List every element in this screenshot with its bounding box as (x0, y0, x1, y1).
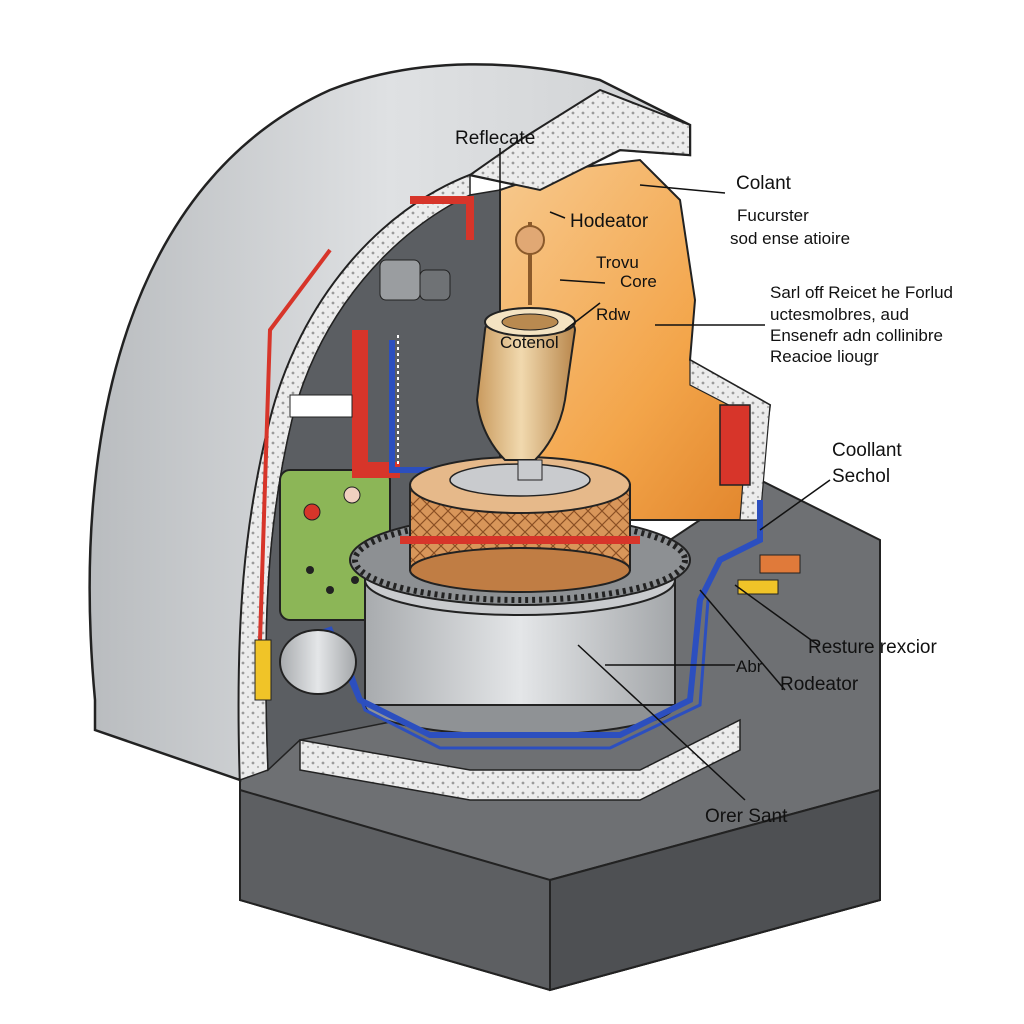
label-hodeator-top: Hodeator (570, 211, 649, 232)
label-abr: Abr (736, 657, 763, 676)
label-sechol: Sechol (832, 466, 890, 487)
core-drum (400, 456, 640, 593)
coolant-pump (254, 629, 357, 701)
label-cotenol: Cotenol (500, 333, 559, 352)
floor-insulation (299, 718, 741, 801)
hot-pipes (258, 196, 474, 641)
label-rdw: Rdw (596, 305, 631, 324)
label-coollant: Coollant (832, 440, 902, 461)
label-block-line4: Reacioe liougr (770, 347, 879, 366)
label-resture-rexcior: Resture rexcior (808, 637, 937, 658)
pipe-rack (289, 259, 451, 418)
label-block-line2: uctesmolbres, aud (770, 305, 909, 324)
control-panel (279, 469, 391, 621)
label-sod-ense: sod ense atioire (730, 229, 850, 248)
label-reflecate: Reflecate (455, 128, 535, 149)
label-colant: Colant (736, 173, 792, 194)
label-rodeator: Rodeator (780, 674, 859, 695)
fuel-vessel (475, 222, 577, 481)
right-valves (719, 404, 801, 595)
label-core: Core (620, 272, 657, 291)
label-orer-sant: Orer Sant (705, 806, 788, 827)
leader-lines (499, 148, 831, 801)
label-block-line3: Ensenefr adn collinibre (770, 326, 943, 345)
label-block-line1: Sarl off Reicet he Forlud (770, 283, 953, 302)
labels: Reflecate Colant Fucurster sod ense atio… (455, 128, 953, 827)
roof-edge (467, 88, 691, 192)
label-trovu: Trovu (596, 253, 639, 272)
label-fucurster: Fucurster (737, 206, 809, 225)
